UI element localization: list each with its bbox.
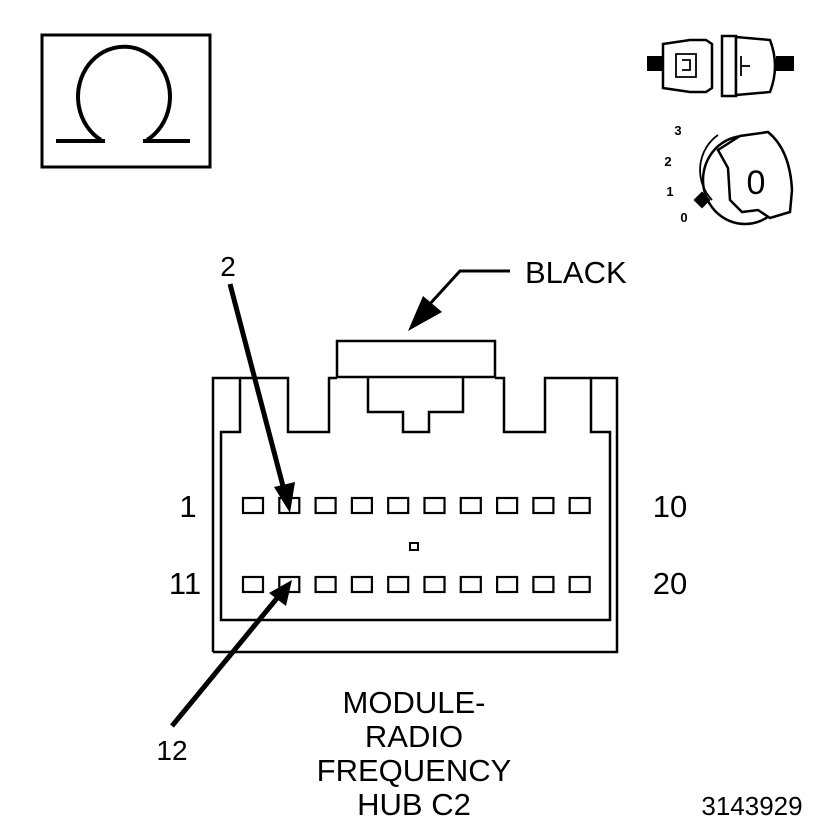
polarization-dot xyxy=(409,542,419,551)
ignition-key-off-icon: 3 2 1 0 0 xyxy=(664,123,794,226)
pin-cavity-8 xyxy=(496,496,519,515)
figure-number: 3143929 xyxy=(701,791,802,821)
pin-cavity-13 xyxy=(314,575,337,594)
pin-cavity-4 xyxy=(350,496,373,515)
connector-body xyxy=(211,339,619,654)
pin-row-bottom xyxy=(241,575,591,594)
connector-disconnected-icon xyxy=(647,34,794,98)
pin-cavity-5 xyxy=(387,496,410,515)
pin-callout-2: 2 xyxy=(220,251,236,282)
pin-label-20: 20 xyxy=(653,566,687,601)
module-title-line-3: FREQUENCY xyxy=(317,753,512,788)
pin-cavity-10 xyxy=(568,496,591,515)
module-title-line-2: RADIO xyxy=(365,719,463,754)
pin-cavity-16 xyxy=(423,575,446,594)
ohm-symbol-label: Ω xyxy=(0,0,1,1)
connector-color-label: BLACK xyxy=(525,255,627,290)
pin-label-11: 11 xyxy=(169,566,201,601)
pin-12-callout-arrow xyxy=(170,580,292,728)
color-callout-black xyxy=(408,269,510,331)
pin-cavity-18 xyxy=(496,575,519,594)
pin-callout-12: 12 xyxy=(156,735,187,766)
module-title-line-4: HUB C2 xyxy=(357,787,471,822)
pin-label-10: 10 xyxy=(653,489,687,524)
pin-2-callout-arrow xyxy=(227,283,295,513)
ignition-position-2-label: 2 xyxy=(664,154,671,169)
pin-cavity-12 xyxy=(278,575,301,594)
pin-cavity-17 xyxy=(459,575,482,594)
ignition-position-1-label: 1 xyxy=(666,184,673,199)
pin-cavity-20 xyxy=(568,575,591,594)
ignition-position-0-label: 0 xyxy=(680,210,687,225)
ignition-key-mark: 0 xyxy=(747,164,766,202)
pin-cavity-14 xyxy=(350,575,373,594)
pin-cavity-19 xyxy=(532,575,555,594)
ohm-meter-icon xyxy=(40,33,212,169)
pin-label-1: 1 xyxy=(179,489,196,524)
pin-cavity-6 xyxy=(423,496,446,515)
pin-cavity-7 xyxy=(459,496,482,515)
pin-cavity-11 xyxy=(241,575,265,594)
module-title: MODULE- RADIO FREQUENCY HUB C2 xyxy=(317,685,512,822)
pin-cavity-1 xyxy=(241,496,265,515)
pin-cavity-9 xyxy=(532,496,555,515)
module-title-line-1: MODULE- xyxy=(343,685,486,720)
pin-cavity-3 xyxy=(314,496,337,515)
pin-row-top xyxy=(241,496,591,515)
ignition-position-3-label: 3 xyxy=(674,123,681,138)
pin-cavity-15 xyxy=(387,575,410,594)
